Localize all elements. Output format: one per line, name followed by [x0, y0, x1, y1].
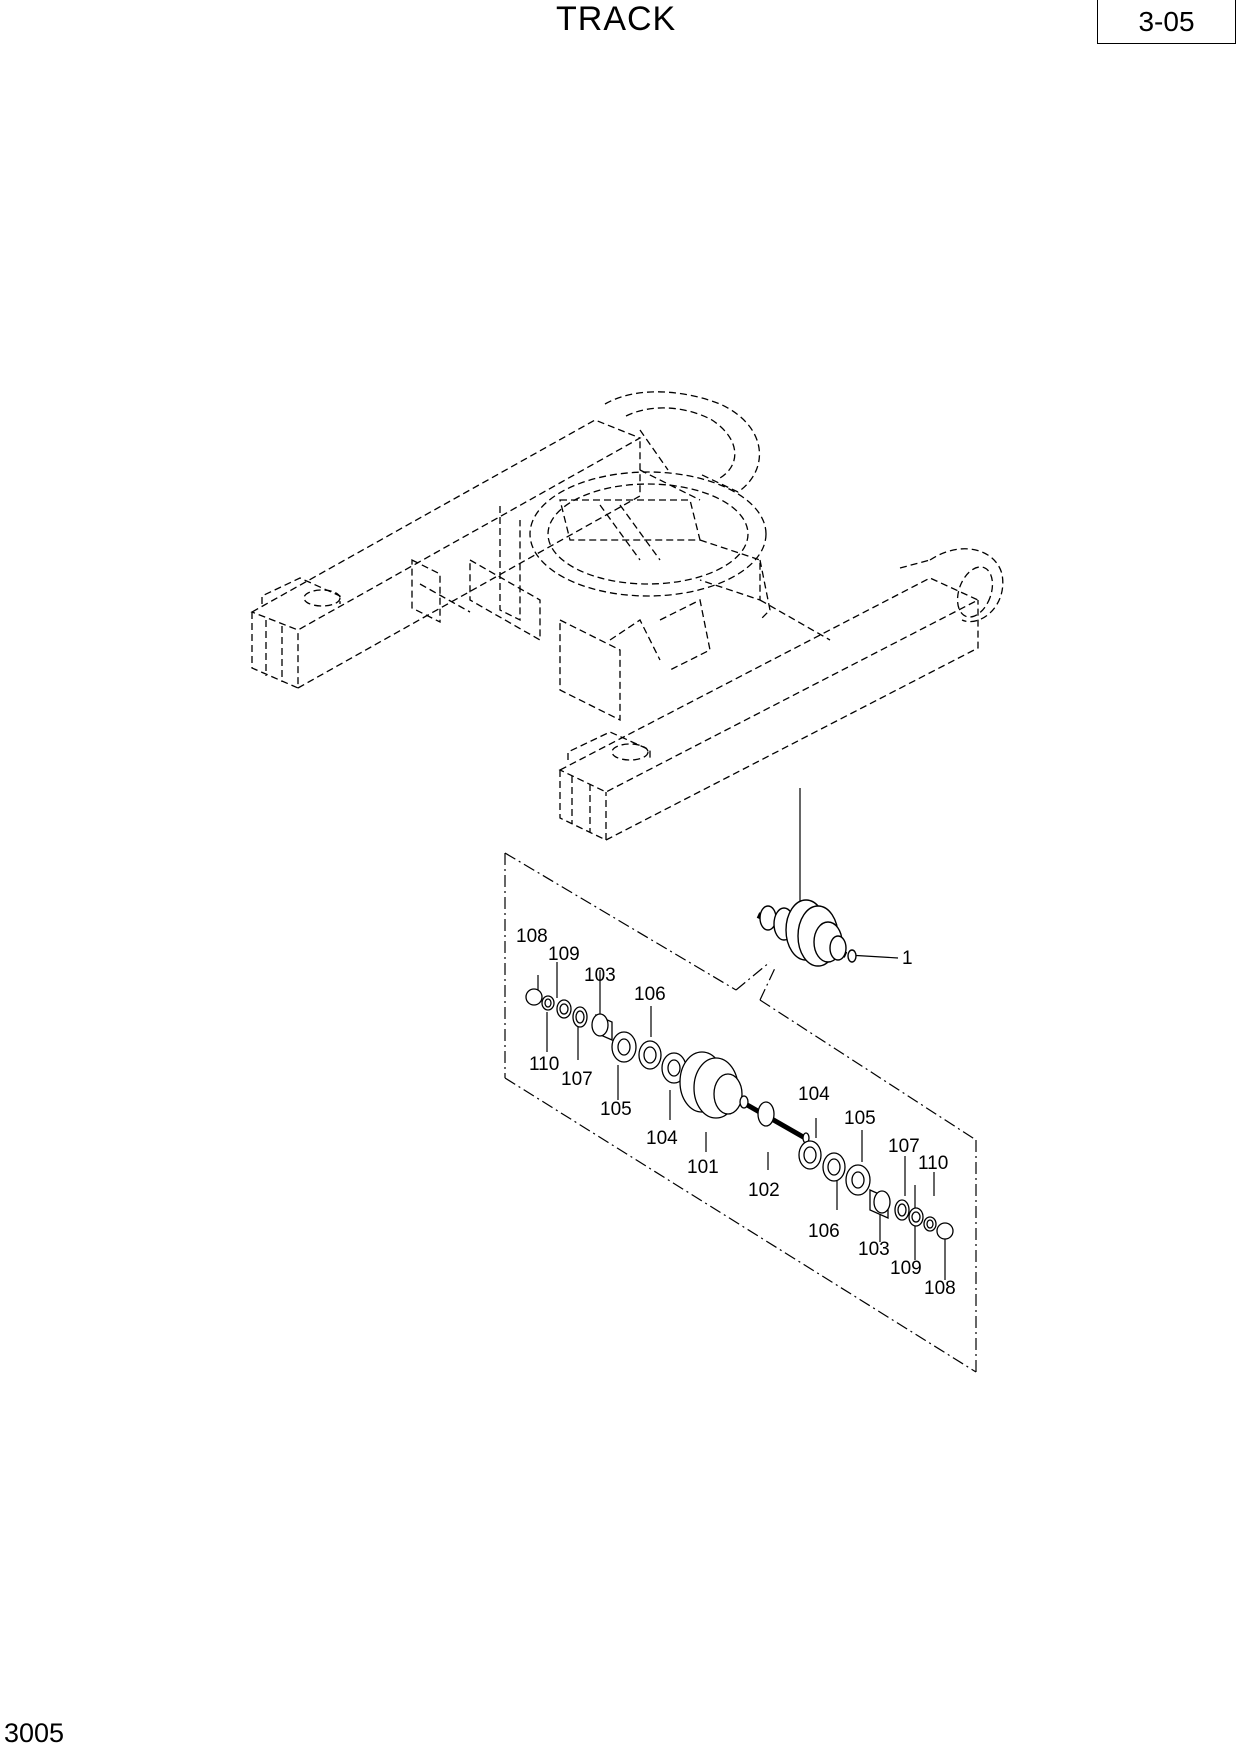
exploded-parts-left	[525, 988, 743, 1119]
callout-105-right: 105	[844, 1108, 876, 1129]
callout-106-right: 106	[808, 1221, 840, 1242]
callout-labels: 1 108 109 103 106 110 107 105 104 101 10…	[516, 926, 956, 1299]
callout-104-right: 104	[798, 1084, 830, 1105]
callout-110-right: 110	[918, 1153, 948, 1174]
exploded-view-frame	[504, 852, 977, 1373]
callout-109-right: 109	[890, 1258, 922, 1279]
callout-103-left: 103	[584, 965, 616, 986]
page-reference-box: 3-05	[1097, 0, 1236, 44]
page-reference: 3-05	[1138, 5, 1195, 37]
callout-108-right: 108	[924, 1278, 956, 1299]
callout-106-left: 106	[634, 984, 666, 1005]
callout-109-left: 109	[548, 944, 580, 965]
callout-1: 1	[902, 948, 913, 969]
page-code: 3005	[4, 1718, 65, 1748]
page-title: TRACK	[556, 0, 677, 38]
exploded-parts-right	[798, 1140, 954, 1240]
track-roller-assembly	[756, 899, 857, 967]
callout-103-right: 103	[858, 1239, 890, 1260]
callout-110-left: 110	[529, 1054, 559, 1075]
callout-102: 102	[748, 1180, 780, 1201]
callout-108-left: 108	[516, 926, 548, 947]
callout-107-right: 107	[888, 1136, 920, 1157]
callout-105-left: 105	[600, 1099, 632, 1120]
callout-101: 101	[687, 1157, 719, 1178]
callout-104-left: 104	[646, 1128, 678, 1149]
undercarriage-frame-outline	[250, 391, 1004, 842]
roller-shaft	[739, 1095, 810, 1144]
callout-107-left: 107	[561, 1069, 593, 1090]
